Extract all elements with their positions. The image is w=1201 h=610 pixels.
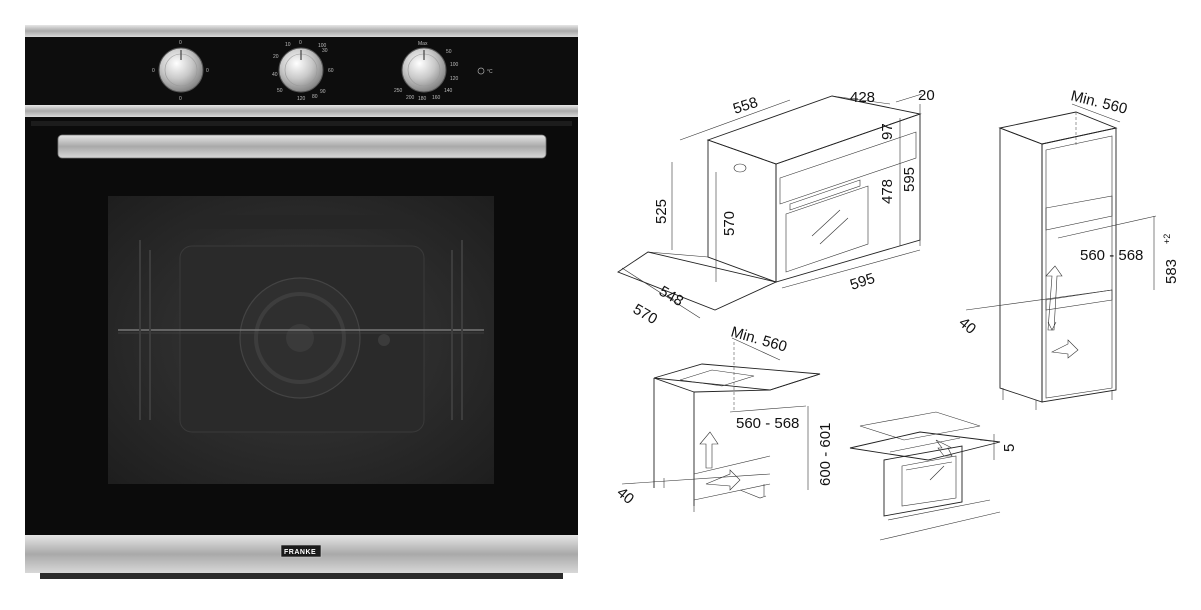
hob-plate bbox=[859, 411, 981, 441]
base-plate bbox=[617, 251, 778, 311]
fan-hub bbox=[286, 324, 314, 352]
dim-width-top: 558 bbox=[731, 94, 760, 118]
dim-height: 583 bbox=[1163, 259, 1180, 284]
mark: 100 bbox=[450, 62, 459, 68]
dim-hob-gap: 5 bbox=[1001, 444, 1018, 452]
cabinet-shelf-top bbox=[1045, 195, 1113, 231]
cabinet-inner bbox=[1045, 135, 1113, 399]
hob-arrow-icon bbox=[935, 439, 953, 457]
oven-lamp bbox=[378, 334, 390, 346]
brand-logo-text: FRANKE bbox=[284, 549, 316, 556]
cabinet-front bbox=[1041, 127, 1117, 403]
dim-vent-gap-2: 40 bbox=[613, 484, 637, 508]
mark: 120 bbox=[297, 96, 306, 102]
oven-front-handle bbox=[789, 179, 861, 211]
temperature-indicator-icon: °C bbox=[477, 67, 493, 75]
dim-height-range: 600 - 601 bbox=[817, 423, 834, 486]
dim-depth-side: 525 bbox=[653, 199, 670, 224]
cabinet-shelf-bottom bbox=[1045, 289, 1113, 311]
knob-middle-marks: 0 30 60 90 120 10 20 40 50 80 100 bbox=[272, 40, 334, 102]
oven-mid-trim bbox=[25, 105, 578, 117]
mark: 200 bbox=[406, 95, 415, 101]
dim-height-tolerance: +2 bbox=[1162, 234, 1172, 244]
oven-under-hob-door bbox=[901, 455, 957, 507]
mark: 120 bbox=[450, 76, 459, 82]
oven-handle[interactable] bbox=[57, 134, 547, 159]
brand-logo bbox=[280, 544, 322, 558]
dim-inner-height: 570 bbox=[721, 211, 738, 236]
oven-window-outline bbox=[785, 185, 869, 273]
cabinet-top bbox=[998, 111, 1118, 145]
door-edge bbox=[31, 121, 572, 126]
vent-path bbox=[739, 489, 767, 499]
mark: 20 bbox=[273, 54, 279, 60]
fan-ring bbox=[254, 292, 346, 384]
oven-photo: 0 0 0 0 0 30 60 90 120 10 20 40 50 80 10… bbox=[25, 25, 578, 579]
mark: 40 bbox=[272, 72, 278, 78]
dim-width-range: 560 - 568 bbox=[1080, 247, 1143, 264]
diagram-hob: 5 bbox=[849, 411, 1018, 541]
dim-vent-gap: 40 bbox=[955, 314, 979, 338]
mark: 250 bbox=[394, 88, 403, 94]
indicator-label: °C bbox=[487, 69, 493, 75]
mark: 50 bbox=[446, 49, 452, 55]
dim-depth-top: 428 bbox=[850, 89, 875, 106]
hob-cutout bbox=[679, 369, 755, 387]
counter-top bbox=[653, 363, 821, 391]
mark: 0 bbox=[206, 68, 209, 74]
oven-side-face bbox=[707, 139, 777, 283]
knob-temperature[interactable] bbox=[401, 47, 447, 93]
vent-slot-icon bbox=[1047, 321, 1057, 331]
knob-function[interactable] bbox=[158, 47, 204, 93]
dim-panel-height: 97 bbox=[879, 123, 896, 140]
mark: 80 bbox=[312, 94, 318, 100]
dim-min-width-2: Min. 560 bbox=[729, 324, 789, 356]
mark: 100 bbox=[318, 43, 327, 49]
grill-element bbox=[190, 215, 414, 229]
knob-timer[interactable] bbox=[278, 47, 324, 93]
dim-width-front: 595 bbox=[848, 270, 877, 294]
oven-front-panel bbox=[779, 131, 917, 205]
mark: 180 bbox=[418, 96, 427, 102]
oven-under-hob bbox=[883, 445, 963, 517]
vent-arrow-in-icon-2 bbox=[705, 469, 741, 491]
diagram-tall-cabinet: Min. 560 560 - 568 583 +2 40 bbox=[955, 87, 1180, 410]
vent-arrow-up-icon-2 bbox=[699, 431, 719, 469]
mark: 0 bbox=[179, 40, 182, 46]
diagram-under-counter: Min. 560 560 - 568 600 - 601 40 bbox=[613, 324, 834, 512]
dim-front-thickness: 20 bbox=[918, 87, 935, 104]
side-rails-left bbox=[139, 240, 151, 420]
dim-body-height: 478 bbox=[879, 179, 896, 204]
cable-hole bbox=[733, 163, 747, 173]
mark: 90 bbox=[320, 89, 326, 95]
dim-width-range-2: 560 - 568 bbox=[736, 415, 799, 432]
vent-arrow-up-icon bbox=[1045, 265, 1063, 331]
dim-base-depth-2: 570 bbox=[630, 301, 660, 328]
dim-total-height: 595 bbox=[901, 167, 918, 192]
mark: Max bbox=[418, 41, 428, 47]
cabinet-side bbox=[999, 127, 1043, 403]
oven-top-trim bbox=[25, 25, 578, 37]
mark: 0 bbox=[152, 68, 155, 74]
side-rails-right bbox=[451, 240, 463, 420]
mark: 160 bbox=[432, 95, 441, 101]
knob-left-marks: 0 0 0 0 bbox=[152, 40, 209, 102]
mark: 0 bbox=[179, 96, 182, 102]
mark: 60 bbox=[328, 68, 334, 74]
diagram-oven-dimensions: 558 428 20 97 595 478 525 570 595 548 57… bbox=[617, 87, 935, 328]
mark: 0 bbox=[299, 40, 302, 46]
knob-right-marks: 250 200 180 160 140 120 100 50 Max bbox=[394, 41, 459, 102]
mark: 140 bbox=[444, 88, 453, 94]
oven-base bbox=[40, 573, 563, 579]
mark: 30 bbox=[322, 48, 328, 54]
mark: 50 bbox=[277, 88, 283, 94]
mark: 10 bbox=[285, 42, 291, 48]
vent-arrow-in-icon bbox=[1050, 339, 1079, 359]
